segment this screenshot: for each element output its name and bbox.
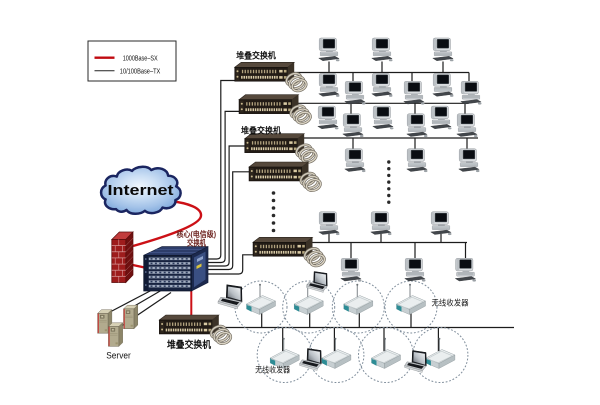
svg-text:交换机: 交换机 [187,238,206,248]
svg-text:1000Base–SX: 1000Base–SX [123,56,158,63]
svg-text:堆叠交换机: 堆叠交换机 [167,339,211,351]
svg-text:堆叠交换机: 堆叠交换机 [236,50,276,61]
svg-text:无线收发器: 无线收发器 [255,365,290,375]
svg-text:核心(电信级): 核心(电信级) [177,229,217,239]
svg-text:Internet: Internet [108,183,174,199]
svg-text:10/100Base–TX: 10/100Base–TX [120,69,161,76]
svg-text:无线收发器: 无线收发器 [432,298,469,308]
svg-text:Server: Server [106,351,131,361]
svg-text:堆叠交换机: 堆叠交换机 [241,125,281,136]
